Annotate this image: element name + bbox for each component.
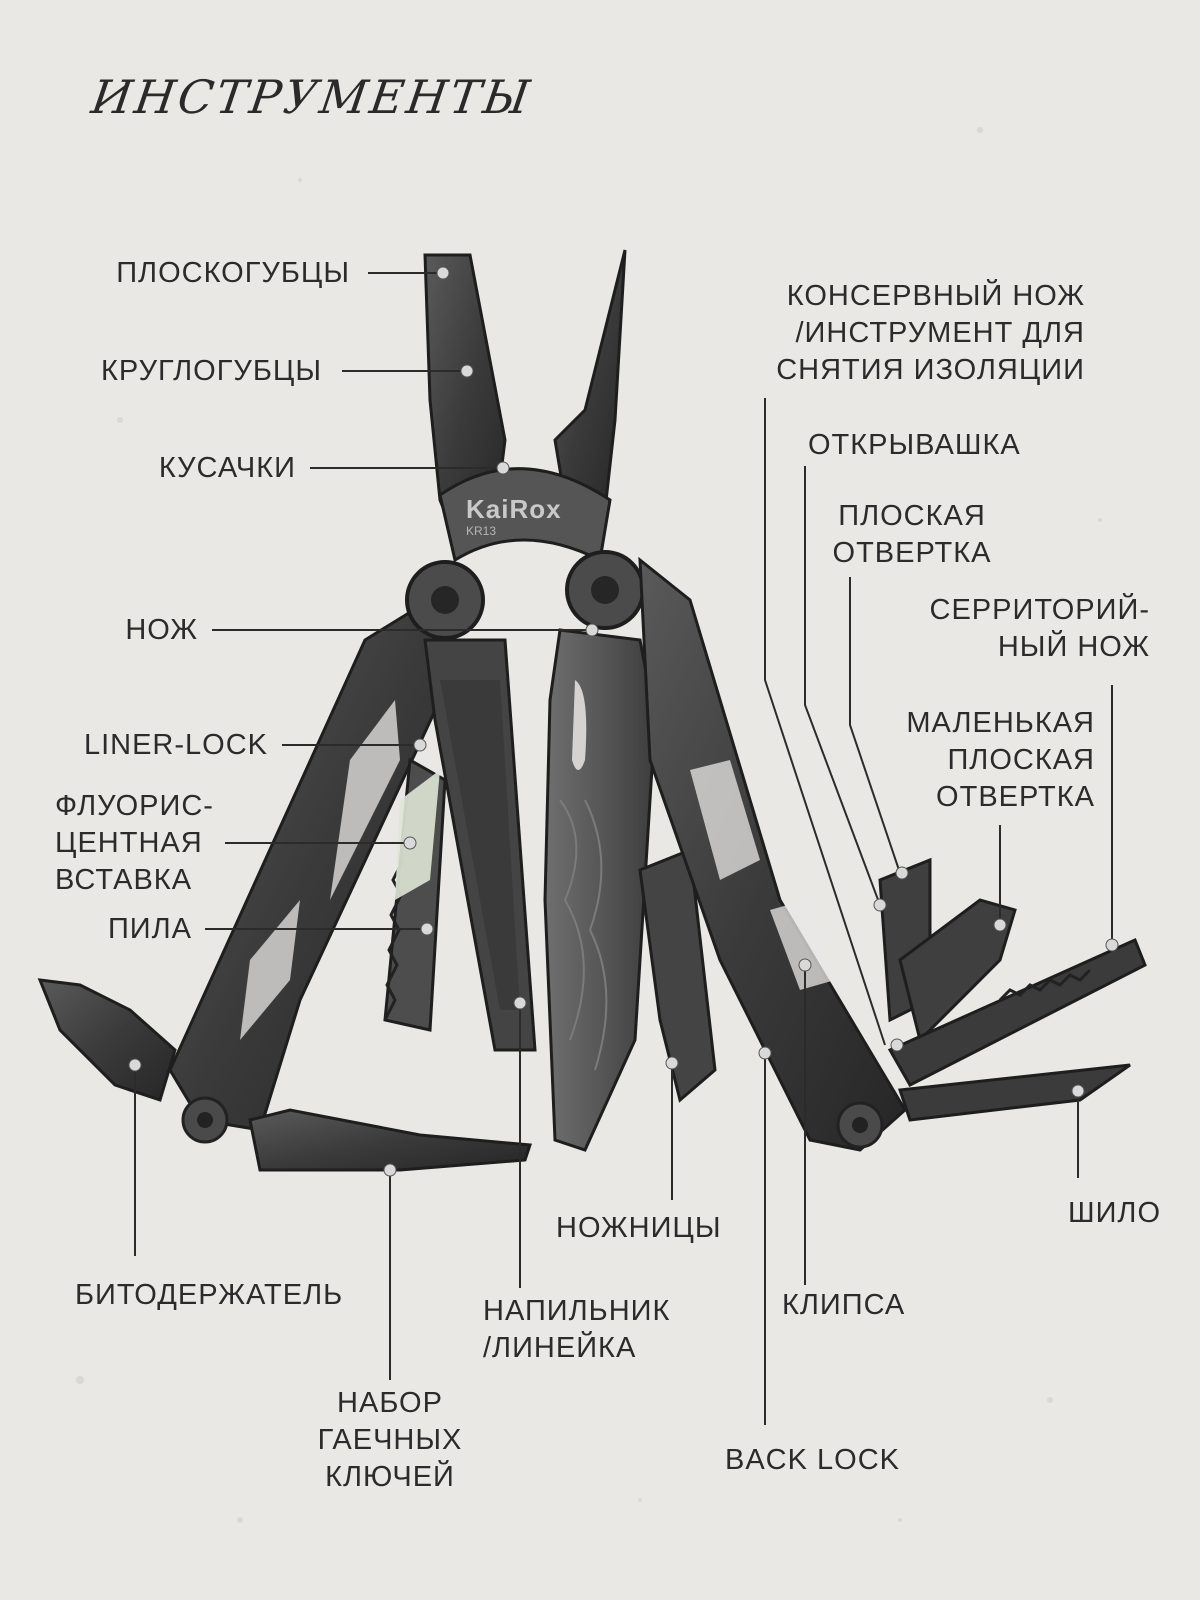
wrench-set-tool: [248, 1108, 533, 1172]
label-cutters: КУСАЧКИ: [158, 452, 296, 484]
label-knife: НОЖ: [125, 614, 198, 646]
label-bit-holder: БИТОДЕРЖАТЕЛЬ: [75, 1279, 344, 1311]
main-blade: [543, 628, 657, 1152]
model-number: KR13: [466, 524, 497, 538]
label-wrench-set: НАБОР ГАЕЧНЫХ КЛЮЧЕЙ: [317, 1387, 463, 1493]
label-clip: КЛИПСА: [782, 1289, 906, 1321]
brand-logo-text: KaiRox: [466, 494, 562, 524]
file-tool: [423, 638, 537, 1052]
concrete-texture: [76, 127, 1102, 1523]
label-can-opener: КОНСЕРВНЫЙ НОЖ /ИНСТРУМЕНТ ДЛЯ СНЯТИЯ ИЗ…: [776, 280, 1085, 386]
bit-holder-tool: [37, 978, 177, 1102]
label-flat-screwdriver: ПЛОСКАЯ ОТВЕРТКА: [832, 500, 992, 569]
label-round-pliers: КРУГЛОГУБЦЫ: [101, 355, 322, 387]
pivot-screws: [405, 550, 645, 640]
label-pliers: ПЛОСКОГУБЦЫ: [116, 257, 350, 289]
label-back-lock: BACK LOCK: [725, 1444, 900, 1476]
leader-dots: [128, 266, 1119, 1177]
label-file-ruler: НАПИЛЬНИК /ЛИНЕЙКА: [483, 1295, 671, 1364]
label-small-screwdriver: МАЛЕНЬКАЯ ПЛОСКАЯ ОТВЕРТКА: [906, 707, 1095, 813]
label-liner-lock: LINER-LOCK: [83, 729, 268, 761]
label-bottle-opener: ОТКРЫВАШКА: [808, 429, 1021, 461]
left-handle: [168, 597, 442, 1144]
fanned-tools: [878, 857, 1147, 1122]
label-awl: ШИЛО: [1068, 1197, 1162, 1229]
label-serrated-knife: СЕРРИТОРИЙ- НЫЙ НОЖ: [929, 594, 1150, 663]
pliers-jaws: [423, 249, 627, 563]
right-handle: [638, 556, 907, 1152]
label-fluorescent-insert: ФЛУОРИС- ЦЕНТНАЯ ВСТАВКА: [55, 790, 214, 896]
label-saw: ПИЛА: [107, 913, 192, 945]
page-title: ИНСТРУМЕНТЫ: [88, 70, 536, 124]
label-scissors: НОЖНИЦЫ: [556, 1212, 722, 1244]
leader-lines: [134, 272, 1113, 1425]
fluorescent-insert: [395, 770, 440, 900]
